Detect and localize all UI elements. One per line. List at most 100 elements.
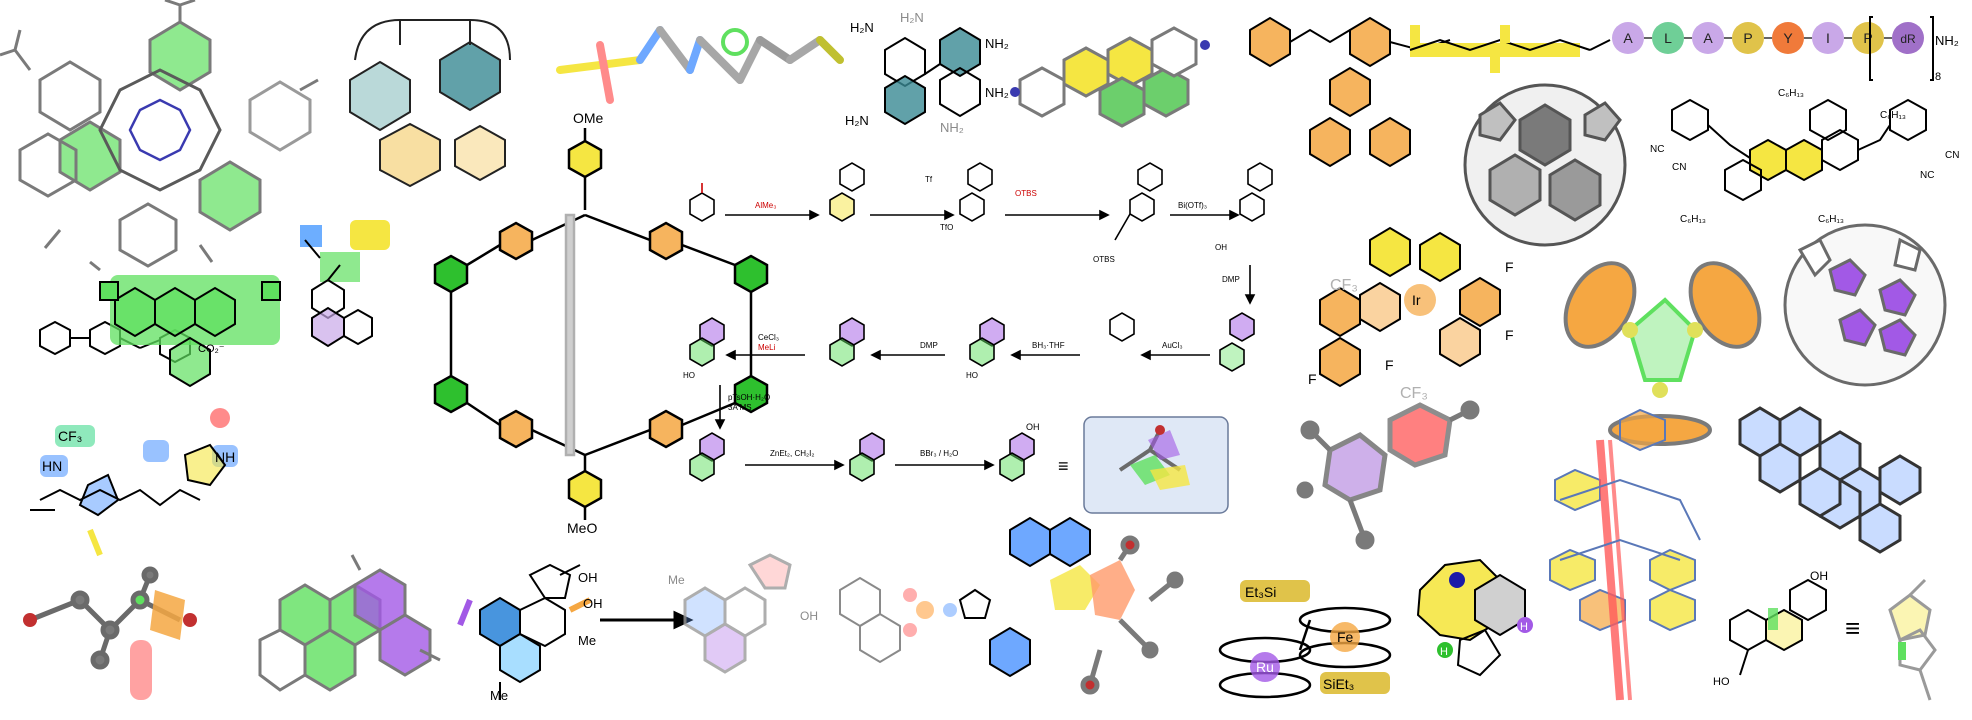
triethylsilyl-label-1: Et₃Si — [1245, 584, 1276, 600]
hydrogen-label-2: H — [1520, 621, 1528, 633]
fluoro-label-3: F — [1308, 371, 1317, 387]
amine-label-3: NH₂ — [985, 85, 1009, 100]
peptide-residue-circle — [1652, 22, 1684, 54]
shape-persistent-macrocycle — [433, 128, 769, 520]
fullerene — [1463, 83, 1627, 247]
reagent-3a-ms: 3A MS — [728, 403, 752, 412]
cf3-label: CF₃ — [58, 428, 82, 444]
peptide-terminal-amine: NH₂ — [1935, 33, 1959, 48]
peptide-residue-label: P — [1743, 30, 1752, 46]
hydrogen-label-1: H — [1440, 646, 1448, 658]
tetraamino-spirobifluorene — [884, 26, 981, 126]
nitrile-label-4: NC — [1920, 170, 1934, 181]
compound-oh-label: OH — [1215, 243, 1227, 252]
equivalence-symbol: ≡ — [1845, 613, 1860, 643]
oh-label-2: OH — [583, 596, 603, 611]
amine-label-1: H₂N — [850, 20, 874, 35]
ball-and-stick-molecule-1 — [23, 566, 197, 700]
reagent-tf: Tf — [925, 175, 933, 184]
me-label-3: Me — [668, 573, 685, 587]
compound-ho-label-1: HO — [966, 371, 978, 380]
triethylsilyl-label-2: SiEt₃ — [1323, 676, 1354, 692]
ball-and-stick-molecule-2 — [1296, 400, 1480, 550]
oh-label-3: OH — [800, 609, 818, 623]
sandwich-cluster — [1563, 261, 1762, 446]
non-fullerene-acceptor — [1671, 98, 1927, 202]
iron-label: Fe — [1337, 629, 1354, 645]
me-label-1: Me — [578, 633, 596, 648]
reaction-arrow-bottom — [600, 610, 694, 630]
peptide-residue-circle — [1852, 22, 1884, 54]
purple-cage — [1783, 223, 1947, 387]
rotaxane-complex — [1549, 408, 1701, 701]
peptide-residue-circle — [1692, 22, 1724, 54]
stacked-blue-pah — [1738, 406, 1922, 554]
methoxy-label-top: OMe — [573, 110, 604, 126]
reagent-ptsoh: pTsOH·H₂O — [728, 393, 770, 402]
peptide-residue-circle — [1732, 22, 1764, 54]
twisted-nanographene — [1010, 26, 1210, 128]
peptide-residue-circle — [1812, 22, 1844, 54]
amine-label-2: NH₂ — [985, 36, 1009, 51]
synthesis-equiv: ≡ — [1058, 456, 1069, 476]
peptide-residue-label: I — [1826, 30, 1830, 46]
stick-model-molecule — [556, 26, 844, 104]
hn-label: HN — [42, 458, 62, 474]
reagent-dmp-2: DMP — [920, 341, 938, 350]
reagent-bi-otf: Bi(OTf)₃ — [1178, 201, 1207, 210]
reagent-aucl3: AuCl₃ — [1162, 341, 1183, 350]
reagent-bbr3: BBr₃ / H₂O — [920, 449, 958, 458]
peptide-residue-label: Y — [1783, 30, 1793, 46]
reagent-meli: MeLi — [758, 343, 776, 352]
fluoro-label-4: F — [1385, 357, 1394, 373]
crown-cage-molecule — [349, 19, 511, 188]
carboxylate-label: CO₂⁻ — [198, 343, 225, 355]
synthesis-scheme: AlMe₃ Tf TfO OTBS OTBS Bi(OTf)₃ DMP OH A… — [683, 162, 1273, 514]
peptide-residue-label: L — [1664, 30, 1672, 46]
nitrile-label-3: CN — [1945, 150, 1959, 161]
amine-label-5: NH₂ — [940, 120, 964, 135]
metallocene-dimer — [1218, 580, 1392, 699]
tetrazine-dye — [39, 275, 281, 388]
reagent-tfo: TfO — [940, 223, 953, 232]
peptide-repeat-index: 8 — [1935, 71, 1941, 83]
polyaromatic-hydrocarbon — [258, 554, 441, 692]
me-label-2: Me — [490, 688, 508, 703]
methoxy-label-bottom: MeO — [567, 520, 597, 536]
hexyl-label-3: C₆H₁₃ — [1680, 214, 1706, 225]
ruthenium-label: Ru — [1256, 659, 1274, 675]
peptidomimetic — [30, 408, 238, 557]
terpenoid-3d — [1888, 578, 1937, 701]
terpenoid-acid — [1729, 578, 1827, 676]
peptide-residue-label: dR — [1900, 32, 1916, 46]
cf3-label-bottom: CF₃ — [1400, 385, 1428, 402]
peptide-residue-circle — [1772, 22, 1804, 54]
hexyl-label-2: C₆H₁₃ — [1880, 110, 1906, 121]
peptide-residue-label: A — [1703, 30, 1713, 46]
repeat-bracket — [1869, 16, 1934, 81]
peptide-conjugate — [1249, 16, 1611, 168]
endoperoxide-molecule — [1416, 558, 1533, 677]
hexyl-label-1: C₆H₁₃ — [1778, 88, 1804, 99]
amine-label-4: H₂N — [845, 113, 869, 128]
reagent-cecl3: CeCl₃ — [758, 333, 779, 342]
reagent-dmp-1: DMP — [1222, 275, 1240, 284]
reagent-bh3-thf: BH₃·THF — [1032, 341, 1065, 350]
compound-ho-label-2: HO — [683, 371, 695, 380]
peptide-residue-circle — [1892, 22, 1924, 54]
phosphoramidite-ligand — [839, 516, 1091, 678]
oh-label-4: OH — [1810, 569, 1828, 583]
hexyl-label-4: C₆H₁₃ — [1818, 214, 1844, 225]
cf3-label-top: CF₃ — [1330, 277, 1358, 294]
ho-label: HO — [1713, 676, 1730, 688]
iridium-complex — [1319, 226, 1501, 388]
fluoro-label-2: F — [1505, 327, 1514, 343]
diterpenoid-transformation — [457, 563, 592, 700]
peptide-residue-circle — [1612, 22, 1644, 54]
iridium-label: Ir — [1412, 292, 1421, 308]
peptide-residue-label: A — [1623, 30, 1633, 46]
amine-label-6: H₂N — [900, 10, 924, 25]
reagent-otbs-2: OTBS — [1093, 255, 1115, 264]
peptide-residue-label: P — [1863, 30, 1872, 46]
